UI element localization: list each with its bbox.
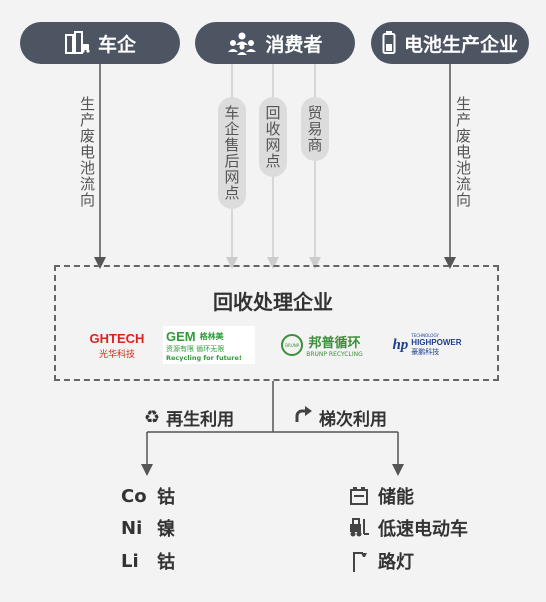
ghtech-logo: GHTECH 光华科技 — [83, 326, 151, 364]
gem-logo-cn2: 资源有限 循环无限 — [166, 344, 225, 353]
flow-label-right: 生产废电池流向 — [454, 96, 472, 208]
material-item-ni: Ni 镍 — [121, 517, 175, 541]
capsule-recycle-point: 回收网点 — [259, 97, 287, 177]
forklift-icon — [348, 518, 370, 538]
recycler-title: 回收处理企业 — [213, 290, 333, 314]
highpower-logo-tag: TECHNOLOGY — [411, 333, 439, 338]
node-battery-makers-label: 电池生产企业 — [403, 33, 518, 56]
redo-arrow-icon — [293, 406, 313, 429]
flow-label-dealer: 车企售后网点 — [222, 105, 241, 201]
node-car-companies-label: 车企 — [97, 33, 136, 56]
branch-left: ♻ 再生利用 — [144, 405, 234, 430]
material-item-co: Co 钴 — [121, 485, 175, 509]
flow-label-trader: 贸易商 — [305, 105, 324, 153]
application-item-lowspeed-ev: 低速电动车 — [348, 515, 468, 541]
gem-logo-en: GEM — [166, 328, 196, 344]
gem-logo-slogan: Recycling for future! — [166, 353, 242, 362]
gem-logo: GEM 格林美 资源有限 循环无限 Recycling for future! — [163, 326, 255, 364]
recycle-icon: ♻ — [144, 406, 161, 428]
battery-icon — [382, 31, 396, 55]
highpower-logo-cn: 豪鹏科技 — [411, 348, 440, 356]
brunp-logo-en: BRUNP RECYCLING — [306, 351, 363, 358]
brunp-logo: BRUNP 邦普循环 BRUNP RECYCLING — [273, 326, 371, 364]
node-consumers-label: 消费者 — [265, 33, 323, 56]
flow-label-recycle-point: 回收网点 — [263, 105, 282, 169]
node-car-companies: 车企 — [20, 22, 180, 64]
factory-icon — [64, 31, 90, 55]
application-item-storage: 储能 — [348, 483, 414, 509]
branch-right: 梯次利用 — [293, 405, 387, 430]
ghtech-logo-cn: 光华科技 — [98, 349, 135, 360]
capsule-trader: 贸易商 — [301, 97, 329, 161]
gem-logo-cn1: 格林美 — [199, 331, 224, 341]
highpower-logo-en: HIGHPOWER — [411, 338, 462, 347]
recycler-box — [54, 265, 499, 381]
capsule-dealer: 车企售后网点 — [218, 97, 246, 209]
application-item-streetlight: 路灯 — [348, 548, 414, 574]
ghtech-logo-en: GHTECH — [89, 330, 145, 346]
highpower-logo: hp TECHNOLOGY HIGHPOWER 豪鹏科技 — [385, 326, 469, 364]
brunp-badge: BRUNP — [281, 334, 304, 356]
node-battery-makers: 电池生产企业 — [371, 22, 529, 64]
branch-left-label: 再生利用 — [166, 410, 235, 430]
material-item-li: Li 钴 — [121, 550, 175, 574]
highpower-mark-icon: hp — [392, 336, 409, 353]
people-icon — [227, 31, 257, 55]
streetlight-icon — [348, 550, 370, 572]
flow-label-left: 生产废电池流向 — [78, 96, 96, 208]
battery-storage-icon — [348, 487, 370, 505]
brunp-logo-cn: 邦普循环 — [308, 336, 361, 351]
node-consumers: 消费者 — [195, 22, 355, 64]
branch-right-label: 梯次利用 — [319, 410, 387, 430]
